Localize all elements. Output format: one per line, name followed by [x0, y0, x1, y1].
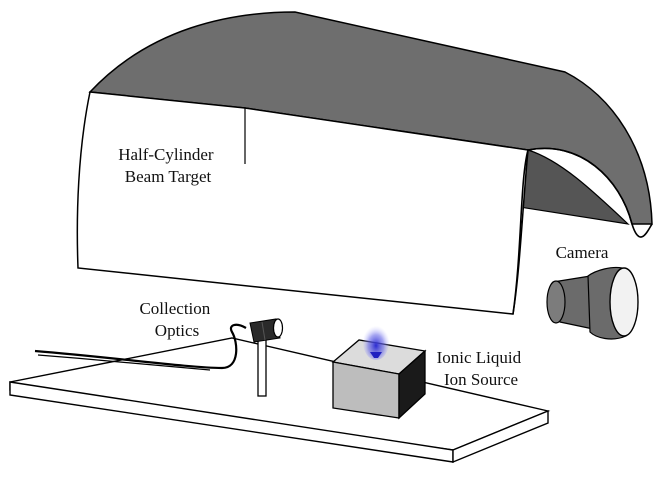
optics-post: [257, 335, 267, 397]
ion-plume: [363, 324, 389, 360]
camera-lens: [609, 267, 639, 337]
label-beam-target: Half-Cylinder Beam Target: [118, 145, 218, 186]
fiber-cable: [34, 323, 247, 370]
half-cylinder-beam-target: [76, 11, 653, 315]
ion-source-side: [398, 349, 426, 420]
optics-aperture: [272, 318, 284, 338]
ion-source: [331, 324, 427, 420]
label-ion-source: Ionic Liquid Ion Source: [437, 348, 526, 389]
label-collection-optics: Collection Optics: [139, 299, 214, 340]
fiber-cable-second: [37, 354, 211, 371]
collection-optics: [249, 318, 284, 397]
platform: [9, 337, 551, 464]
platform-side-face: [452, 409, 549, 464]
camera: [546, 266, 639, 340]
label-camera: Camera: [556, 243, 609, 262]
optics-ring: [261, 321, 266, 341]
target-front-rim: [512, 147, 653, 315]
camera-body-end: [546, 280, 566, 324]
ion-emitter: [370, 352, 382, 358]
optics-barrel: [249, 318, 281, 343]
